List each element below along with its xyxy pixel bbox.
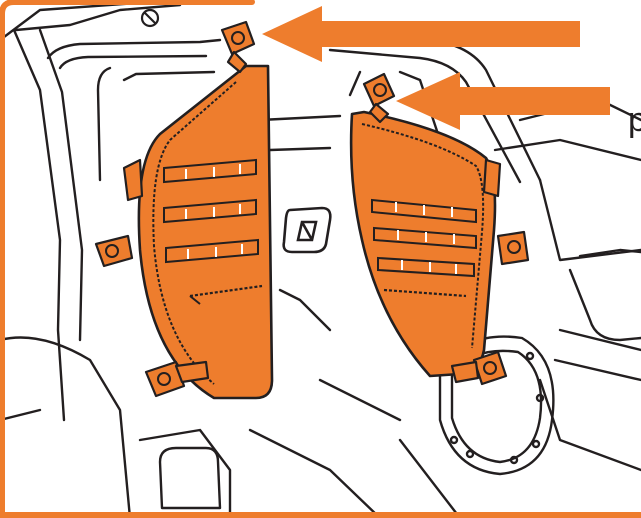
left-bag-body [139, 66, 272, 398]
left-storage-bag [96, 22, 272, 398]
grab-handle-icon [142, 10, 158, 26]
badge-icon [284, 208, 331, 252]
right-arrow [396, 72, 610, 130]
top-arrow [262, 6, 580, 62]
cropped-caption-text: p [628, 103, 641, 137]
